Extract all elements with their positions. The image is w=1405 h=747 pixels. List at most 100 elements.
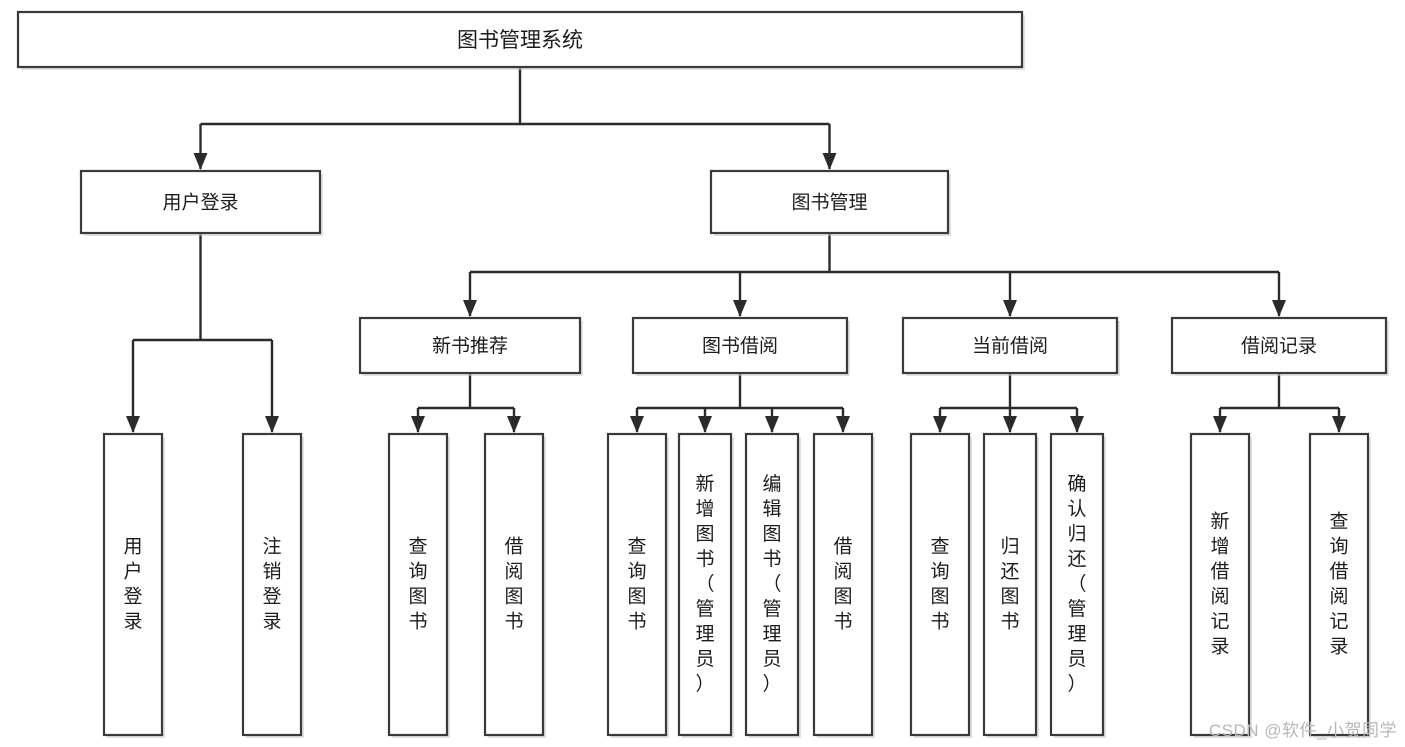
svg-text:录: 录 [262,612,281,633]
arrow-head-icon [126,416,140,433]
node-label-borrow-record: 借阅记录 [1241,335,1317,357]
node-edit-book-admin[interactable] [744,432,801,738]
node-label-user-login: 用户登录 [162,192,238,214]
svg-text:认: 认 [1067,498,1086,520]
node-book-manage[interactable] [709,169,951,236]
svg-text:员: 员 [1067,649,1086,670]
svg-text:图: 图 [627,587,646,608]
svg-text:书: 书 [504,611,523,633]
svg-text:理: 理 [1067,624,1086,645]
svg-text:新: 新 [1210,511,1229,533]
node-query-book-1[interactable] [387,432,450,738]
node-query-borrow-record[interactable] [1308,432,1371,738]
svg-text:编: 编 [762,473,781,495]
node-label-new-book-recommend: 新书推荐 [432,335,508,357]
node-layer: 图书管理系统用户登录图书管理用户登录注销登录新书推荐查询图书借阅图书图书借阅查询… [16,10,1389,738]
node-user-login[interactable] [79,169,323,236]
node-borrow-book-2[interactable] [812,432,875,738]
svg-text:借: 借 [1210,561,1229,583]
arrow-head-icon [836,416,850,433]
node-book-borrow[interactable] [631,316,850,376]
arrow-head-icon [765,416,779,433]
svg-text:用: 用 [123,537,142,558]
svg-text:书: 书 [762,548,781,570]
node-add-borrow-record[interactable] [1189,432,1252,738]
svg-text:书: 书 [627,611,646,633]
svg-text:图: 图 [930,587,949,608]
arrow-head-icon [193,153,208,170]
arrow-head-icon [698,416,712,433]
node-current-borrow[interactable] [901,316,1120,376]
arrow-head-icon [630,416,644,433]
svg-text:理: 理 [762,624,781,645]
node-add-book-admin[interactable] [677,432,734,738]
node-user-logout[interactable] [241,432,304,738]
svg-text:查: 查 [627,536,646,558]
svg-text:图: 图 [833,587,852,608]
svg-text:录: 录 [1329,637,1348,658]
svg-text:阅: 阅 [504,561,523,583]
node-label-current-borrow: 当前借阅 [972,335,1048,357]
arrow-head-icon [463,300,477,317]
arrow-head-icon [265,416,279,433]
node-label-book-borrow: 图书借阅 [702,335,778,357]
node-user-login-do[interactable] [102,432,165,738]
svg-text:增: 增 [1210,536,1229,558]
node-borrow-book-1[interactable] [483,432,546,738]
svg-text:登: 登 [123,586,142,608]
node-confirm-return-admin[interactable] [1049,432,1106,738]
svg-text:询: 询 [408,561,427,583]
arrow-head-icon [1272,300,1286,317]
connector-layer [126,67,1346,433]
node-label-root: 图书管理系统 [457,29,583,52]
svg-text:归: 归 [1000,536,1019,558]
arrow-head-icon [1213,416,1227,433]
svg-text:书: 书 [833,611,852,633]
svg-text:辑: 辑 [762,498,781,520]
arrow-head-icon [1070,416,1084,433]
svg-text:（: （ [762,573,781,595]
arrow-head-icon [1332,416,1346,433]
svg-text:图: 图 [762,524,781,545]
svg-text:图: 图 [504,587,523,608]
svg-text:还: 还 [1067,548,1086,570]
svg-text:记: 记 [1210,611,1229,633]
node-new-book-recommend[interactable] [358,316,583,376]
arrow-head-icon [1003,300,1017,317]
svg-text:员: 员 [695,649,714,670]
svg-text:销: 销 [262,561,281,583]
svg-text:书: 书 [695,548,714,570]
arrow-head-icon [822,153,837,170]
svg-text:借: 借 [1329,561,1348,583]
svg-text:归: 归 [1067,523,1086,545]
svg-text:）: ） [1067,673,1086,695]
svg-text:查: 查 [408,536,427,558]
svg-text:查: 查 [1329,511,1348,533]
svg-text:还: 还 [1000,561,1019,583]
svg-text:图: 图 [695,524,714,545]
svg-text:借: 借 [833,536,852,558]
svg-text:管: 管 [762,598,781,620]
svg-text:书: 书 [408,611,427,633]
arrow-head-icon [1003,416,1017,433]
node-query-book-3[interactable] [909,432,972,738]
svg-text:书: 书 [930,611,949,633]
node-return-book[interactable] [982,432,1039,738]
node-borrow-record[interactable] [1170,316,1389,376]
node-root-system[interactable] [16,10,1025,70]
arrow-head-icon [411,416,425,433]
svg-text:管: 管 [1067,598,1086,620]
node-label-book-manage: 图书管理 [791,192,867,214]
node-query-book-2[interactable] [606,432,669,738]
svg-text:）: ） [695,673,714,695]
svg-text:）: ） [762,673,781,695]
